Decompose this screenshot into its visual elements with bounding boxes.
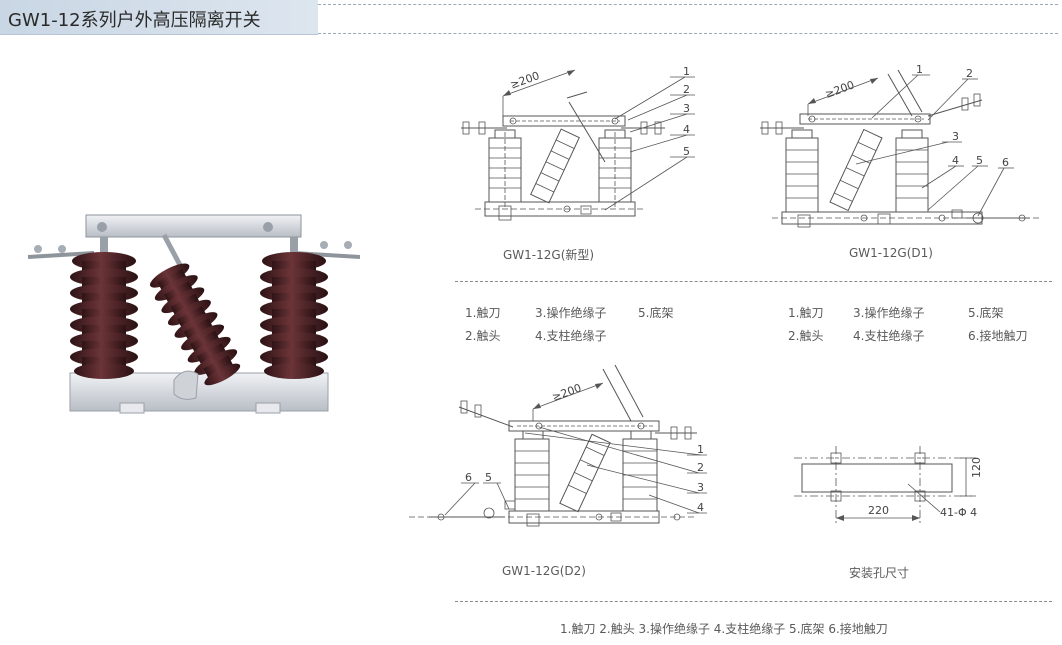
diagram-d2: ≥200 1 2 3 4 5 6 <box>409 364 707 527</box>
legend-new-4: 4.支柱绝缘子 <box>535 329 607 343</box>
callout-5: 5 <box>485 471 492 484</box>
callout-3: 3 <box>697 481 704 494</box>
caption-d2: GW1-12G(D2) <box>502 564 586 578</box>
callout-5: 5 <box>976 154 983 167</box>
legend-d2: 1.触刀 2.触头 3.操作绝缘子 4.支柱绝缘子 5.底架 6.接地触刀 <box>560 622 888 636</box>
callout-1: 1 <box>916 63 923 76</box>
caption-mounting-holes: 安装孔尺寸 <box>849 566 910 580</box>
separator-bottom <box>455 601 1052 602</box>
legend-new-5: 5.底架 <box>638 306 674 320</box>
callout-4: 4 <box>683 123 690 136</box>
header-dash-top <box>318 4 1058 5</box>
legend-d1-1: 1.触刀 <box>788 306 824 320</box>
page-title: GW1-12系列户外高压隔离开关 <box>8 10 261 31</box>
callout-3: 3 <box>683 102 690 115</box>
callout-2: 2 <box>966 67 973 80</box>
legend-d1-6: 6.接地触刀 <box>968 329 1028 343</box>
title-bar: GW1-12系列户外高压隔离开关 <box>0 0 318 35</box>
callout-4: 4 <box>697 501 704 514</box>
callout-6: 6 <box>465 471 472 484</box>
diagram-mounting-holes: 120 220 41-Φ 4 <box>794 446 983 526</box>
legend-new-2: 2.触头 <box>465 329 501 343</box>
legend-new-3: 3.操作绝缘子 <box>535 306 607 320</box>
callout-5: 5 <box>683 145 690 158</box>
legend-d1-2: 2.触头 <box>788 329 824 343</box>
dimension-label: ≥200 <box>823 78 856 101</box>
separator-top <box>455 281 1052 282</box>
callout-3: 3 <box>952 130 959 143</box>
callout-6: 6 <box>1002 156 1009 169</box>
callout-2: 2 <box>697 461 704 474</box>
header-dash-bottom <box>318 33 1058 34</box>
product-photo <box>27 214 361 414</box>
diagram-new-type: ≥200 1 2 3 4 5 <box>461 65 695 221</box>
dimension-label: ≥200 <box>550 381 583 404</box>
callout-1: 1 <box>683 65 690 78</box>
height-dimension: 120 <box>970 457 983 478</box>
legend-d1-5: 5.底架 <box>968 306 1004 320</box>
diagram-d1: ≥200 1 2 3 4 5 6 <box>760 63 1042 228</box>
caption-d1: GW1-12G(D1) <box>849 246 933 260</box>
legend-d1-4: 4.支柱绝缘子 <box>853 329 925 343</box>
callout-1: 1 <box>697 443 704 456</box>
hole-spec: 41-Φ 4 <box>940 506 977 519</box>
callout-2: 2 <box>683 83 690 96</box>
legend-d1-3: 3.操作绝缘子 <box>853 306 925 320</box>
caption-new-type: GW1-12G(新型) <box>503 248 595 262</box>
legend-new-1: 1.触刀 <box>465 306 501 320</box>
callout-4: 4 <box>952 154 959 167</box>
width-dimension: 220 <box>868 504 889 517</box>
